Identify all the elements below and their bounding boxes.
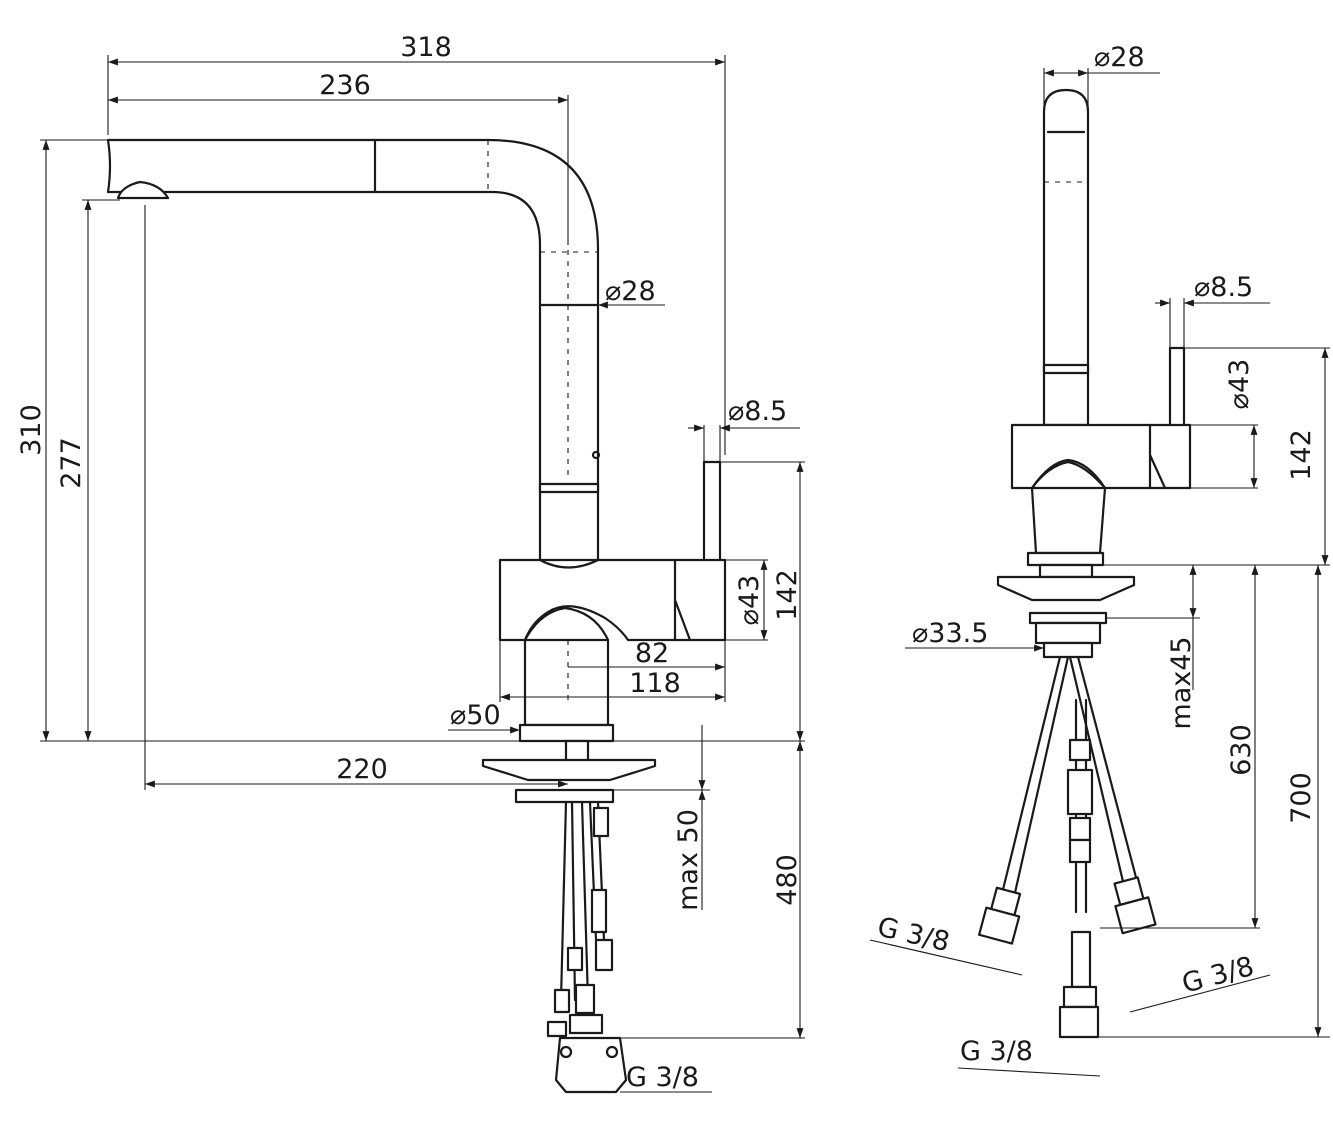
- dim-tube-diameter: ⌀28: [605, 276, 656, 307]
- side-dim-lever-diameter: ⌀8.5: [1194, 272, 1253, 303]
- dim-overall-height: 310: [16, 404, 47, 456]
- side-dim-shank-diameter: ⌀33.5: [912, 618, 988, 649]
- dim-spout-reach: 236: [319, 70, 371, 101]
- dim-reach-from-axis: 220: [336, 754, 388, 785]
- dim-max-counter: max 50: [673, 809, 704, 911]
- dim-overall-width: 318: [400, 32, 452, 63]
- side-thread-left: G 3/8: [874, 912, 952, 959]
- base-neck: [523, 638, 610, 727]
- dim-lever-offset: 82: [635, 638, 669, 669]
- side-dim-body-height: 142: [1286, 429, 1317, 481]
- spout-tube: [106, 138, 600, 562]
- aerator: [116, 180, 170, 200]
- dim-hose-length: 480: [772, 854, 803, 906]
- side-dim-hose-short: 630: [1226, 724, 1257, 776]
- side-view: ⌀28 ⌀8.5 ⌀43 142 ⌀33.5 max45 630 700: [869, 42, 1330, 1077]
- dim-spout-height: 277: [56, 437, 87, 489]
- side-lever: [1168, 346, 1186, 428]
- lever-handle: [702, 460, 722, 564]
- side-hoses: [978, 655, 1157, 1039]
- side-tube: [1042, 88, 1090, 427]
- side-dim-hose-long: 700: [1286, 772, 1317, 824]
- side-dim-max-counter: max45: [1166, 636, 1197, 729]
- side-dim-body-diameter: ⌀43: [1224, 359, 1255, 410]
- dim-body-height: 142: [772, 569, 803, 621]
- dim-base-diameter: ⌀50: [450, 700, 501, 731]
- base-ring: [518, 723, 615, 743]
- mixer-body: [498, 558, 727, 642]
- dim-connection-thread: G 3/8: [626, 1062, 699, 1093]
- front-view: 318 236 310 277 220 ⌀28 ⌀8.5 ⌀43: [16, 32, 805, 1094]
- side-dim-tube-diameter: ⌀28: [1094, 42, 1145, 73]
- dim-body-offset: 118: [629, 668, 681, 699]
- dim-body-diameter: ⌀43: [734, 575, 765, 626]
- dim-lever-diameter: ⌀8.5: [728, 396, 787, 427]
- side-thread-bottom: G 3/8: [960, 1036, 1033, 1067]
- supply-hoses: [546, 800, 628, 1094]
- mounting-plate: [481, 758, 657, 782]
- side-thread-right: G 3/8: [1179, 951, 1258, 1000]
